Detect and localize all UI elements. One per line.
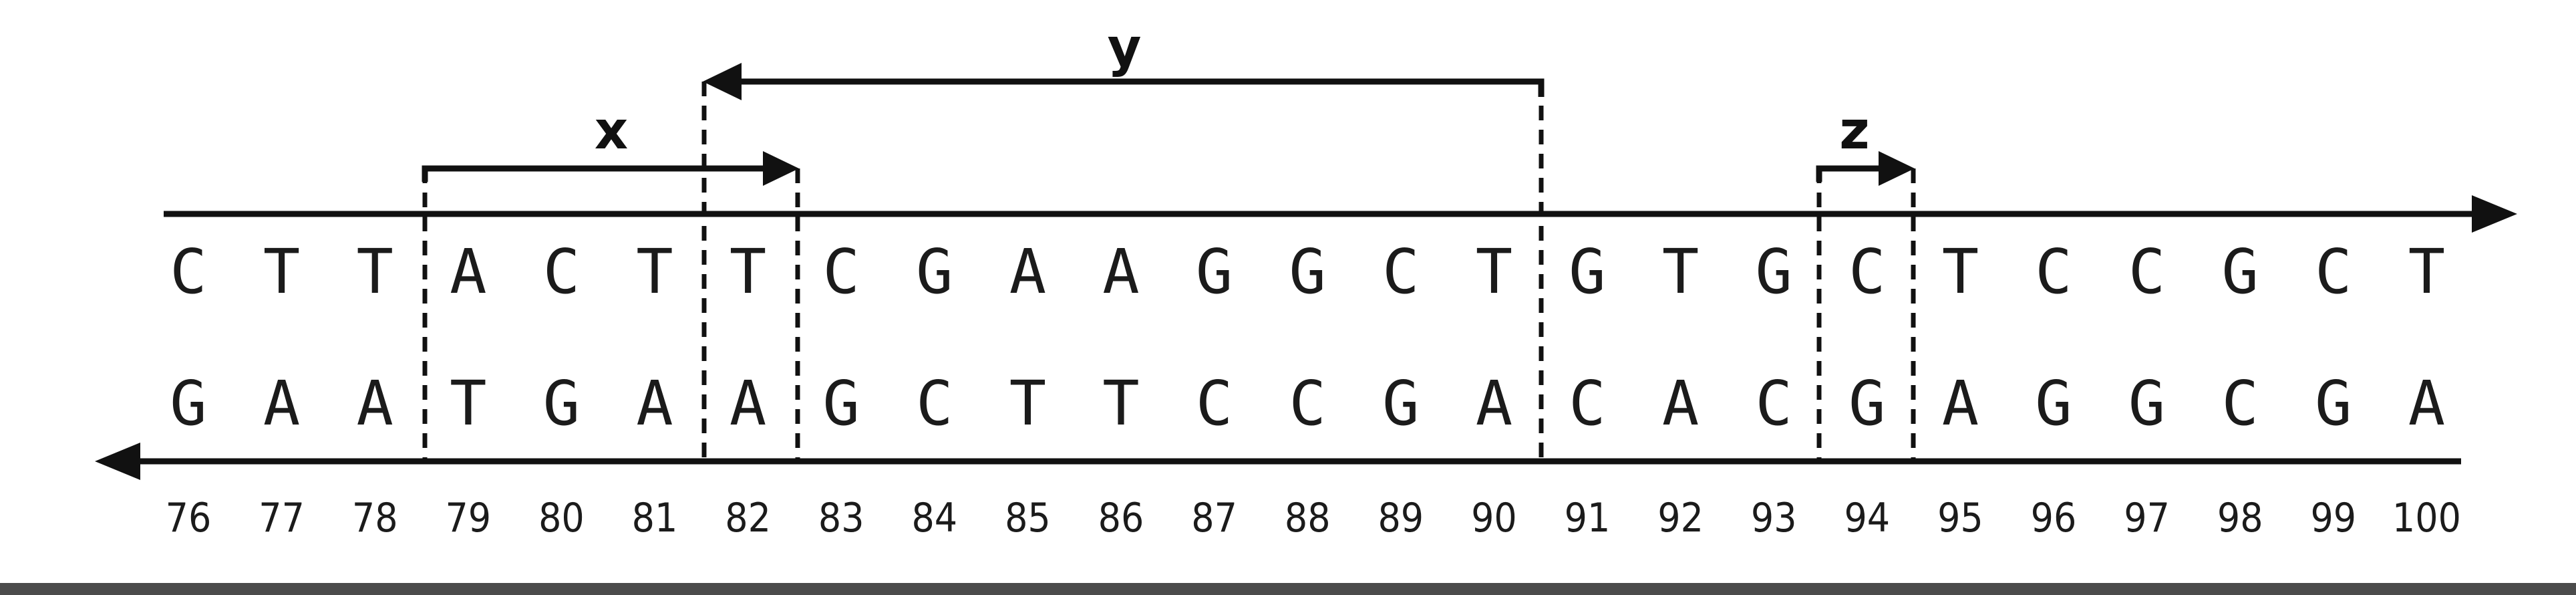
bottom-base: G	[1382, 368, 1419, 439]
position-number: 89	[1378, 495, 1424, 542]
position-number: 94	[1844, 495, 1890, 542]
top-base: T	[636, 236, 673, 308]
position-number: 100	[2392, 495, 2461, 542]
bottom-base: G	[823, 368, 860, 439]
position-number: 88	[1285, 495, 1331, 542]
top-base: G	[916, 236, 953, 308]
position-number: 81	[632, 495, 678, 542]
bottom-base: A	[1476, 368, 1512, 439]
top-base: G	[1569, 236, 1605, 308]
bottom-base: C	[916, 368, 953, 439]
z-label: z	[1839, 101, 1869, 161]
y-arrowhead	[703, 63, 742, 100]
top-base: G	[2222, 236, 2259, 308]
z-arrowhead	[1879, 151, 1915, 186]
bottom-base: G	[170, 368, 206, 439]
position-number: 85	[1005, 495, 1051, 542]
bottom-base: T	[1102, 368, 1139, 439]
bottom-base: G	[2035, 368, 2072, 439]
position-number: 78	[352, 495, 398, 542]
bottom-base: T	[450, 368, 486, 439]
bottom-base: A	[636, 368, 673, 439]
top-base: T	[1942, 236, 1979, 308]
position-number: 82	[725, 495, 771, 542]
position-number: 99	[2310, 495, 2356, 542]
x-label: x	[595, 101, 628, 161]
top-base: T	[1476, 236, 1512, 308]
position-number: 77	[259, 495, 305, 542]
bottom-base: C	[2222, 368, 2259, 439]
z-bracket	[1816, 165, 1879, 182]
position-number: 98	[2217, 495, 2263, 542]
top-base: T	[357, 236, 393, 308]
position-number: 83	[818, 495, 864, 542]
position-number: 87	[1191, 495, 1237, 542]
x-bracket	[422, 165, 763, 182]
footer-bar	[0, 583, 2576, 595]
position-number: 91	[1565, 495, 1611, 542]
position-number: 76	[166, 495, 212, 542]
bottom-base: A	[1942, 368, 1979, 439]
top-base: C	[170, 236, 206, 308]
bottom-strand-arrowhead	[95, 443, 140, 480]
position-number: 84	[911, 495, 957, 542]
bottom-base: G	[543, 368, 580, 439]
bottom-base: A	[263, 368, 300, 439]
bottom-base: T	[1009, 368, 1046, 439]
position-number: 96	[2031, 495, 2077, 542]
bottom-base: G	[2128, 368, 2165, 439]
top-base: G	[1196, 236, 1233, 308]
bottom-base: C	[1289, 368, 1326, 439]
top-base: A	[450, 236, 486, 308]
top-base: C	[2128, 236, 2165, 308]
top-base: C	[823, 236, 860, 308]
bottom-base: A	[2408, 368, 2445, 439]
top-base: T	[1662, 236, 1699, 308]
top-base: C	[1382, 236, 1419, 308]
position-number: 79	[445, 495, 491, 542]
top-base: G	[1756, 236, 1792, 308]
position-number: 90	[1471, 495, 1517, 542]
top-base: T	[263, 236, 300, 308]
position-number: 92	[1657, 495, 1704, 542]
top-base: T	[2408, 236, 2445, 308]
bottom-base: C	[1756, 368, 1792, 439]
x-arrowhead	[763, 151, 799, 186]
top-base: C	[2035, 236, 2072, 308]
top-strand-arrowhead	[2472, 195, 2517, 233]
bottom-base: G	[2315, 368, 2352, 439]
top-base: G	[1289, 236, 1326, 308]
top-base: A	[1102, 236, 1139, 308]
position-number: 86	[1098, 495, 1144, 542]
position-number: 95	[1937, 495, 1983, 542]
top-base: T	[730, 236, 766, 308]
y-label: y	[1108, 18, 1142, 78]
position-number: 93	[1751, 495, 1797, 542]
top-base: A	[1009, 236, 1046, 308]
bottom-base: A	[357, 368, 393, 439]
position-number: 80	[538, 495, 585, 542]
top-base: C	[1848, 236, 1885, 308]
top-base: C	[2315, 236, 2352, 308]
position-number: 97	[2124, 495, 2170, 542]
top-base: C	[543, 236, 580, 308]
y-bracket	[742, 78, 1545, 97]
bottom-base: C	[1196, 368, 1233, 439]
bottom-base: G	[1848, 368, 1885, 439]
bottom-base: A	[730, 368, 766, 439]
bottom-base: C	[1569, 368, 1605, 439]
bottom-base: A	[1662, 368, 1699, 439]
